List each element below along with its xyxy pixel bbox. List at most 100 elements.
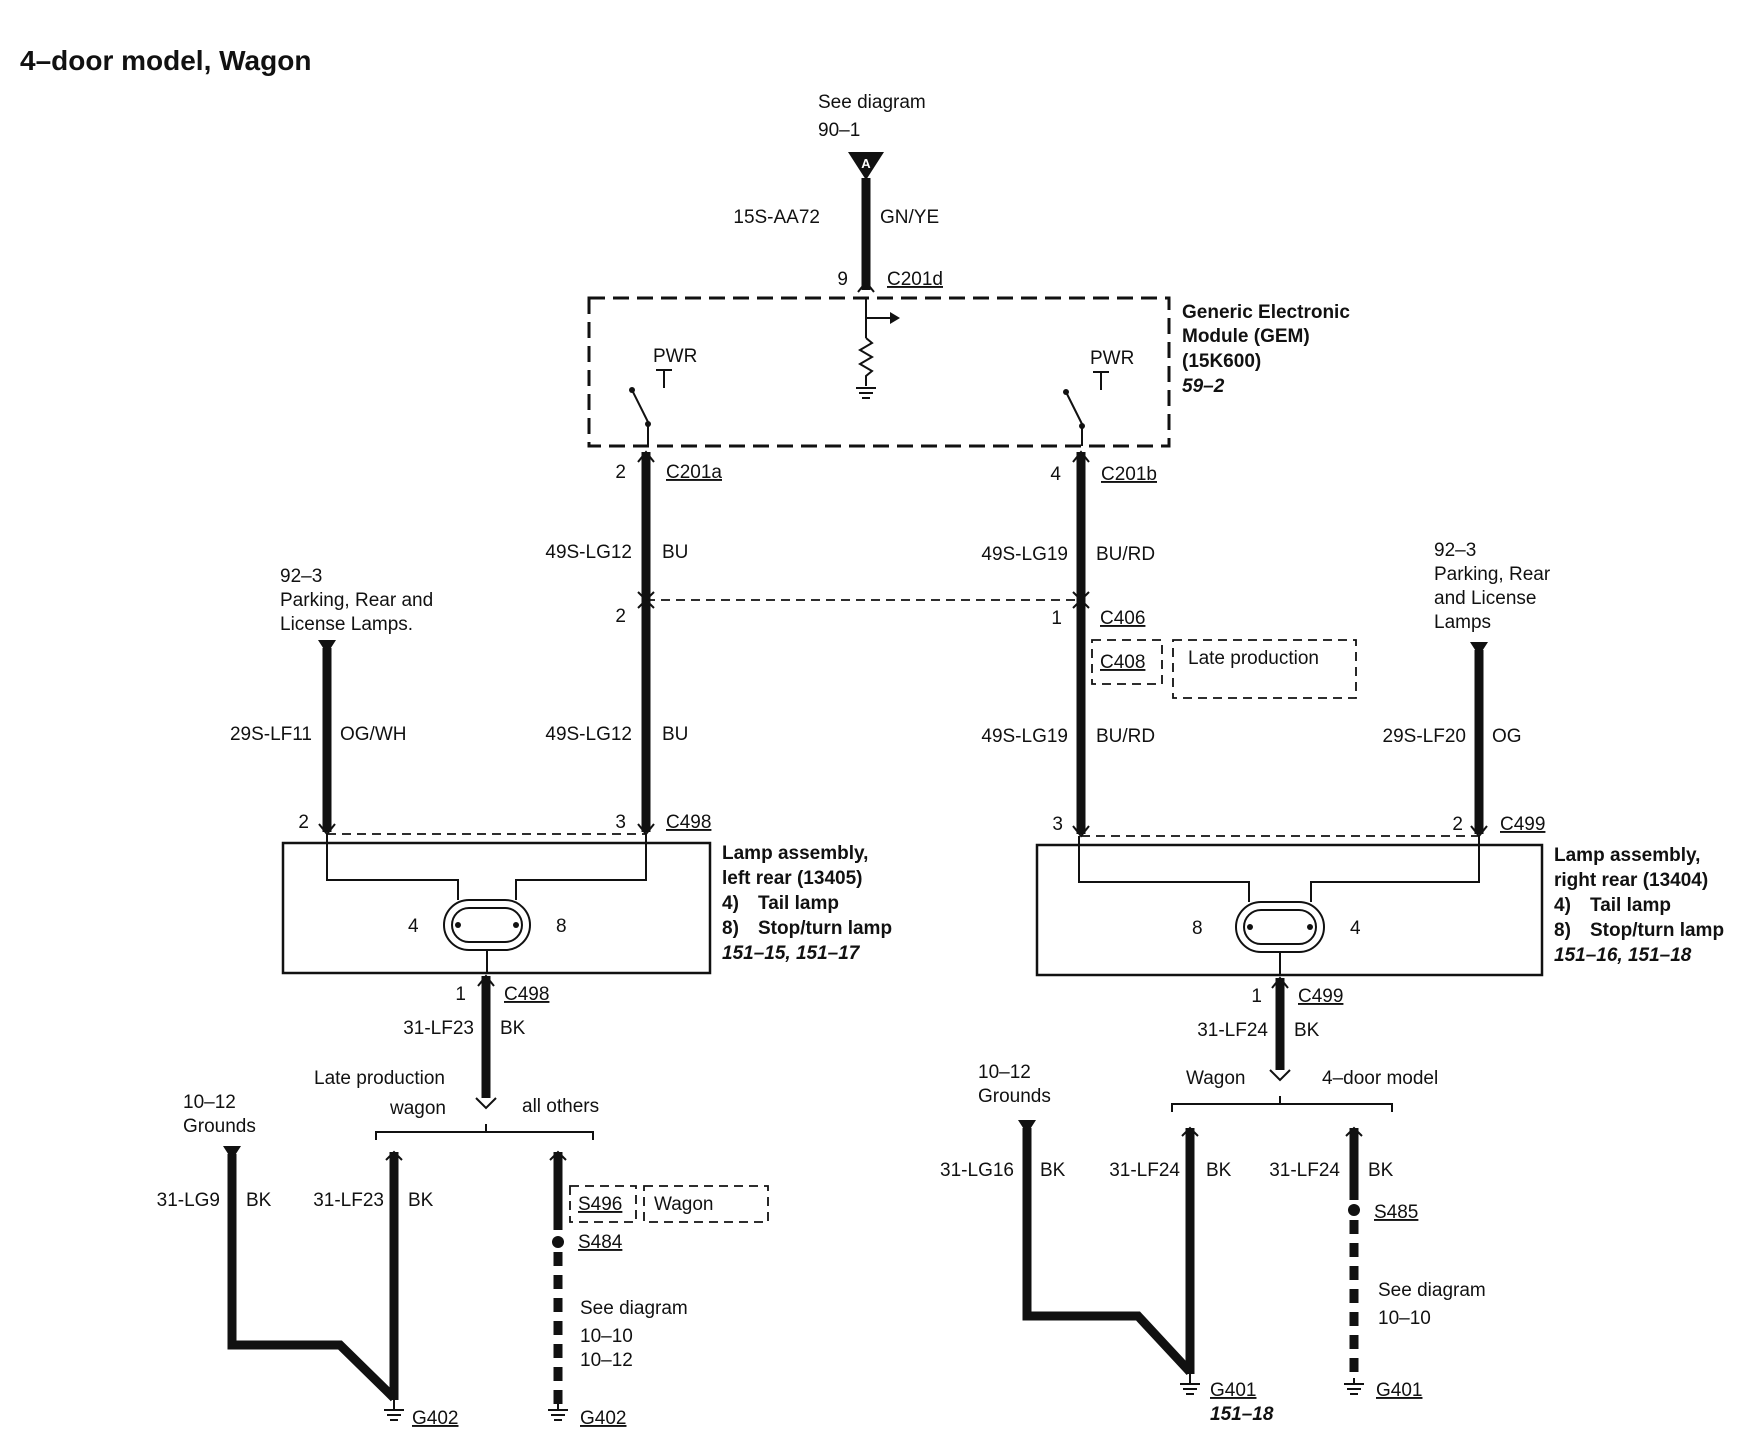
left-pin-top: 2 bbox=[615, 462, 626, 483]
g402-a-ground-icon bbox=[384, 1400, 404, 1421]
top-circuit: 15S-AA72 bbox=[733, 207, 820, 228]
left-wagon: wagon bbox=[389, 1098, 446, 1119]
left-lamp-name2: left rear (13405) bbox=[722, 868, 862, 889]
left-g402-b: G402 bbox=[580, 1408, 626, 1429]
right-g-color2: BK bbox=[1206, 1160, 1232, 1181]
top-pin-chevron bbox=[857, 280, 875, 293]
wire-31-lg9-join bbox=[227, 1152, 399, 1402]
pin-chevron-c201b bbox=[1072, 450, 1090, 463]
left-lamp-internal-stop bbox=[515, 834, 647, 900]
left-s496: S496 bbox=[578, 1194, 622, 1215]
left-lamp-refs: 151–15, 151–17 bbox=[722, 943, 861, 964]
wire-31-lg16-join bbox=[1022, 1128, 1195, 1376]
left-lamp-item1-num: 4) bbox=[722, 893, 739, 914]
top-connector: C201d bbox=[887, 269, 943, 290]
right-g-color1: BK bbox=[1040, 1160, 1066, 1181]
right-grounds-label: Grounds bbox=[978, 1086, 1051, 1107]
top-pin: 9 bbox=[837, 269, 848, 290]
right-g-circuit3: 31-LF24 bbox=[1269, 1160, 1340, 1181]
right-lamp-refs: 151–16, 151–18 bbox=[1554, 945, 1692, 966]
right-see-diagram: See diagram bbox=[1378, 1280, 1486, 1301]
left-circuit2: 49S-LG12 bbox=[545, 724, 632, 745]
right-bulb-left-label: 8 bbox=[1192, 918, 1203, 939]
left-feed-color: OG/WH bbox=[340, 724, 407, 745]
left-feed-circuit: 29S-LF11 bbox=[230, 724, 312, 745]
gem-name-line1: Generic Electronic bbox=[1182, 302, 1350, 323]
splice-s484-dot bbox=[552, 1236, 564, 1248]
right-wagon: Wagon bbox=[1186, 1068, 1246, 1089]
gem-ground-icon bbox=[856, 387, 876, 399]
c408-dashed-box bbox=[1091, 639, 1163, 685]
late-production-box bbox=[1172, 639, 1357, 699]
right-filament-b-icon bbox=[1307, 924, 1313, 930]
gem-name-line2: Module (GEM) bbox=[1182, 326, 1310, 347]
right-lamp-item2: Stop/turn lamp bbox=[1590, 920, 1724, 941]
g402-b-ground-icon bbox=[548, 1404, 568, 1421]
right-ref1: 10–10 bbox=[1378, 1308, 1431, 1329]
right-g401-b: G401 bbox=[1376, 1380, 1422, 1401]
right-circuit1: 49S-LG19 bbox=[981, 544, 1068, 565]
resistor-icon bbox=[858, 337, 874, 386]
gem-part: (15K600) bbox=[1182, 351, 1261, 372]
left-see-diagram: See diagram bbox=[580, 1298, 688, 1319]
pin-chevron-c498-gnd bbox=[477, 974, 495, 987]
right-filament-a-icon bbox=[1247, 924, 1253, 930]
left-s484: S484 bbox=[578, 1232, 623, 1253]
wagon-dashed-box bbox=[643, 1185, 769, 1223]
right-lamp-pin-a: 3 bbox=[1052, 814, 1063, 835]
gem-tap-arrow bbox=[890, 312, 900, 324]
left-wagon-box: Wagon bbox=[654, 1194, 714, 1215]
pin-chevron-c499-gnd bbox=[1271, 976, 1289, 989]
left-g-color1: BK bbox=[246, 1190, 272, 1211]
pin-chevron-mid-right-b bbox=[1072, 598, 1090, 609]
top-diagram-ref: 90–1 bbox=[818, 120, 860, 141]
right-late-production: Late production bbox=[1188, 648, 1319, 669]
left-pin-mid: 2 bbox=[615, 606, 626, 627]
left-filament-a-icon bbox=[455, 922, 461, 928]
right-branch-bracket bbox=[1171, 1103, 1393, 1112]
right-bulb-inner bbox=[1243, 909, 1317, 945]
connector-flag-label: A bbox=[861, 156, 871, 171]
left-g402-a: G402 bbox=[412, 1408, 458, 1429]
right-feed-arrow-icon bbox=[1470, 642, 1488, 656]
left-feed-desc1: Parking, Rear and bbox=[280, 590, 433, 611]
pin-chevron-c201a bbox=[637, 450, 655, 463]
right-lamp-internal-stop bbox=[1078, 836, 1250, 902]
left-color2: BU bbox=[662, 724, 688, 745]
left-feed-arrow-icon bbox=[318, 640, 336, 654]
top-see-diagram: See diagram bbox=[818, 92, 926, 113]
branch-chevron-wagon bbox=[385, 1150, 403, 1161]
right-grounds-arrow-icon bbox=[1018, 1120, 1036, 1134]
splice-arrow-right bbox=[1269, 1069, 1291, 1082]
s496-dashed-box bbox=[569, 1185, 637, 1223]
right-lamp-name2: right rear (13404) bbox=[1554, 870, 1708, 891]
left-all-others: all others bbox=[522, 1096, 599, 1117]
right-conn-top: C201b bbox=[1101, 464, 1157, 485]
top-color: GN/YE bbox=[880, 207, 939, 228]
left-color1: BU bbox=[662, 542, 688, 563]
right-g-color3: BK bbox=[1368, 1160, 1394, 1181]
right-lamp-connector: C499 bbox=[1500, 814, 1545, 835]
left-g-circuit2: 31-LF23 bbox=[313, 1190, 384, 1211]
right-bulb-right-label: 4 bbox=[1350, 918, 1361, 939]
left-feed-desc2: License Lamps. bbox=[280, 614, 413, 635]
left-grounds-ref: 10–12 bbox=[183, 1092, 236, 1113]
right-gnd-color: BK bbox=[1294, 1020, 1320, 1041]
right-feed-desc2: and License bbox=[1434, 588, 1536, 609]
right-lamp-pin-b: 2 bbox=[1452, 814, 1463, 835]
right-s485: S485 bbox=[1374, 1202, 1418, 1223]
g401-a-ground-icon bbox=[1180, 1374, 1200, 1395]
left-g-circuit1: 31-LG9 bbox=[157, 1190, 220, 1211]
left-late-production: Late production bbox=[314, 1068, 445, 1089]
left-gnd-color: BK bbox=[500, 1018, 526, 1039]
left-gnd-pin: 1 bbox=[455, 984, 466, 1005]
left-filament-b-icon bbox=[513, 922, 519, 928]
gem-pwr-left: PWR bbox=[653, 346, 697, 367]
left-lamp-item2: Stop/turn lamp bbox=[758, 918, 892, 939]
left-grounds-arrow-icon bbox=[223, 1146, 241, 1160]
left-gnd-circuit: 31-LF23 bbox=[403, 1018, 474, 1039]
splice-s485-dot bbox=[1348, 1204, 1360, 1216]
right-lamp-name1: Lamp assembly, bbox=[1554, 845, 1700, 866]
left-ref1: 10–10 bbox=[580, 1326, 633, 1347]
right-lamp-internal-tail bbox=[1310, 836, 1480, 902]
